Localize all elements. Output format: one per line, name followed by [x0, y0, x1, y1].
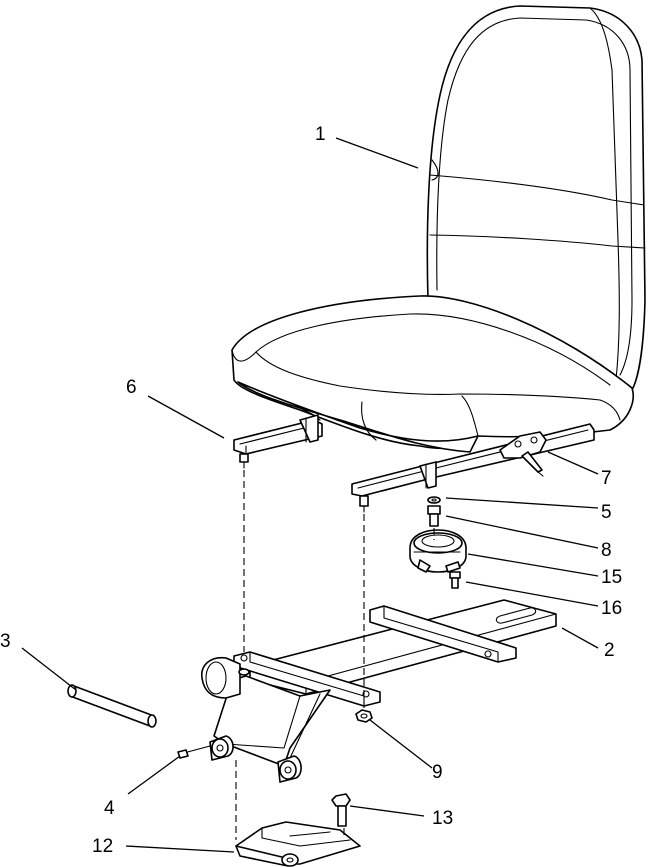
seat-mount-plate: [201, 599, 557, 783]
pivot-rod: [67, 684, 157, 728]
callout-8: 8: [601, 540, 612, 561]
callout-7: 7: [601, 468, 612, 489]
callout-16: 16: [601, 598, 622, 619]
callout-1: 1: [315, 124, 326, 145]
callout-9: 9: [432, 762, 443, 783]
bolt: [427, 505, 441, 527]
callout-4: 4: [104, 798, 115, 819]
washer: [427, 496, 441, 504]
flange-screw: [331, 793, 351, 827]
left-seat-slide: [233, 414, 323, 469]
assembly-lines: [235, 470, 435, 840]
callout-labels: 1 2 3 4 5 6 7 8 9 12 13 15 16: [0, 124, 622, 857]
right-seat-slide: [351, 423, 595, 513]
callout-6: 6: [126, 377, 137, 398]
hairpin-cotter: [177, 745, 211, 759]
seat-switch: [409, 529, 467, 573]
locknut: [355, 709, 373, 723]
leader-lines: [21, 137, 599, 853]
switch-screw: [449, 571, 461, 589]
callout-2: 2: [604, 640, 615, 661]
callout-13: 13: [432, 808, 453, 829]
callout-5: 5: [601, 502, 612, 523]
callout-12: 12: [92, 836, 113, 857]
callout-15: 15: [601, 567, 622, 588]
seat-assembly: [231, 5, 646, 453]
callout-3: 3: [0, 631, 11, 652]
latch-bracket: [235, 821, 361, 867]
